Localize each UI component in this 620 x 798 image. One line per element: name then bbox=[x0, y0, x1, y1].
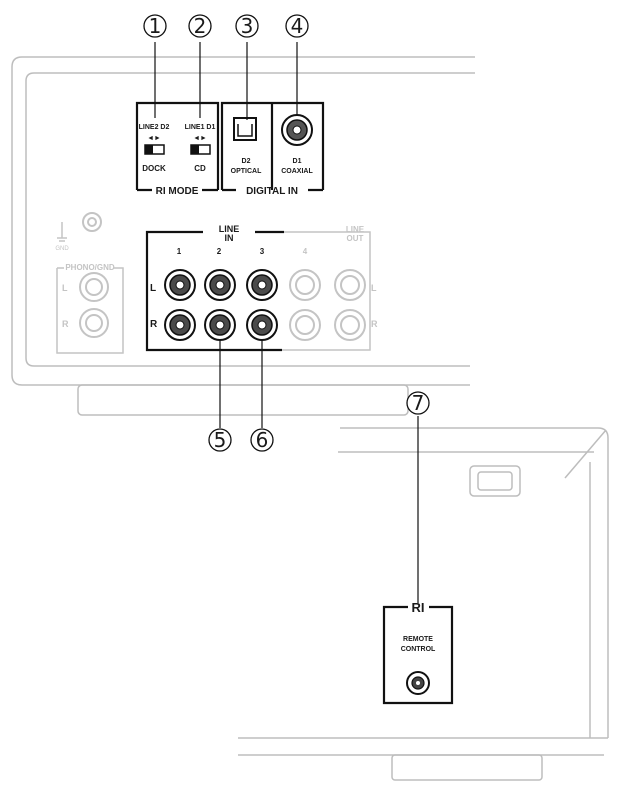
line-in-4-r-jack[interactable] bbox=[289, 309, 321, 341]
ri-mode-label: RI MODE bbox=[156, 186, 199, 197]
optical-label-line2: OPTICAL bbox=[231, 168, 262, 175]
ground-terminal[interactable] bbox=[82, 212, 102, 232]
optical-input-jack[interactable] bbox=[233, 117, 257, 141]
switch2-top-label: LINE1 D1 bbox=[185, 124, 216, 131]
line-in-col-4: 4 bbox=[303, 247, 308, 256]
digital-in-label: DIGITAL IN bbox=[246, 186, 298, 197]
line-in-col-1: 1 bbox=[177, 247, 182, 256]
line-out-label-line1: LINE bbox=[346, 225, 365, 234]
callout-3: 3 bbox=[241, 14, 254, 38]
callout-5-circle bbox=[208, 428, 232, 452]
phono-section: GND PHONO/GND L R bbox=[55, 212, 124, 354]
ground-icon bbox=[57, 222, 67, 242]
line-out-r-jack[interactable] bbox=[334, 309, 366, 341]
coaxial-input-jack[interactable] bbox=[281, 114, 313, 146]
phono-label: PHONO/GND bbox=[65, 263, 115, 272]
coaxial-label-line1: D1 bbox=[293, 158, 302, 165]
line-in-3-r-jack[interactable] bbox=[246, 309, 278, 341]
phono-row-r: R bbox=[62, 319, 69, 329]
optical-label-line1: D2 bbox=[242, 158, 251, 165]
callout-3-circle bbox=[235, 14, 259, 38]
callouts-upper: 1 2 3 4 5 6 bbox=[143, 14, 309, 452]
line-in-section: LINE IN 1 2 3 4 L R bbox=[145, 224, 371, 352]
line-in-2-l-jack[interactable] bbox=[204, 269, 236, 301]
callout-5: 5 bbox=[214, 428, 227, 452]
phono-jack-r[interactable] bbox=[79, 308, 109, 338]
callout-7: 7 bbox=[412, 391, 425, 415]
line-out-section: LINE OUT L R bbox=[334, 225, 378, 341]
switch2-bottom-label: CD bbox=[194, 164, 206, 173]
lower-unit-chassis bbox=[238, 427, 609, 781]
line-in-row-l: L bbox=[150, 283, 156, 294]
callout-4-circle bbox=[285, 14, 309, 38]
ri-panel-label: RI bbox=[412, 600, 425, 615]
callout-2-circle bbox=[188, 14, 212, 38]
switch1-top-label: LINE2 D2 bbox=[139, 124, 170, 131]
cd-selector-switch[interactable] bbox=[190, 144, 211, 155]
digital-in-section: DIGITAL IN D2 OPTICAL D1 COAXIAL bbox=[220, 101, 325, 197]
line-in-4-l-jack[interactable] bbox=[289, 269, 321, 301]
coaxial-label-line2: COAXIAL bbox=[281, 168, 313, 175]
remote-control-label-line2: CONTROL bbox=[401, 646, 436, 653]
line-in-2-r-jack[interactable] bbox=[204, 309, 236, 341]
line-out-label-line2: OUT bbox=[347, 234, 364, 243]
line-in-col-2: 2 bbox=[217, 247, 222, 256]
switch1-arrows: ◄► bbox=[147, 135, 161, 142]
callout-1-circle bbox=[143, 14, 167, 38]
remote-control-jack[interactable] bbox=[406, 671, 430, 695]
line-in-label-line1: LINE bbox=[219, 224, 240, 234]
line-in-col-3: 3 bbox=[260, 247, 265, 256]
line-out-l-jack[interactable] bbox=[334, 269, 366, 301]
line-in-row-r: R bbox=[150, 319, 158, 330]
upper-unit-chassis bbox=[11, 56, 475, 416]
phono-jack-l[interactable] bbox=[79, 272, 109, 302]
phono-row-l: L bbox=[62, 283, 68, 293]
callout-2: 2 bbox=[194, 14, 207, 38]
switch1-bottom-label: DOCK bbox=[142, 164, 166, 173]
callout-6: 6 bbox=[256, 428, 269, 452]
ri-mode-section: RI MODE LINE2 D2 ◄► DOCK LINE1 D1 ◄► CD bbox=[135, 101, 220, 197]
callout-7-circle bbox=[406, 391, 430, 415]
switch2-arrows: ◄► bbox=[193, 135, 207, 142]
line-in-1-r-jack[interactable] bbox=[164, 309, 196, 341]
callout-6-circle bbox=[250, 428, 274, 452]
callout-1: 1 bbox=[149, 14, 162, 38]
remote-control-label-line1: REMOTE bbox=[403, 636, 433, 643]
gnd-label: GND bbox=[55, 246, 69, 252]
line-in-1-l-jack[interactable] bbox=[164, 269, 196, 301]
dock-selector-switch[interactable] bbox=[144, 144, 165, 155]
line-in-3-l-jack[interactable] bbox=[246, 269, 278, 301]
line-out-row-r: R bbox=[371, 319, 378, 329]
line-in-label-line2: IN bbox=[225, 233, 234, 243]
line-out-row-l: L bbox=[371, 283, 377, 293]
ri-remote-section: 7 RI REMOTE CONTROL bbox=[382, 391, 454, 705]
callout-4: 4 bbox=[291, 14, 304, 38]
